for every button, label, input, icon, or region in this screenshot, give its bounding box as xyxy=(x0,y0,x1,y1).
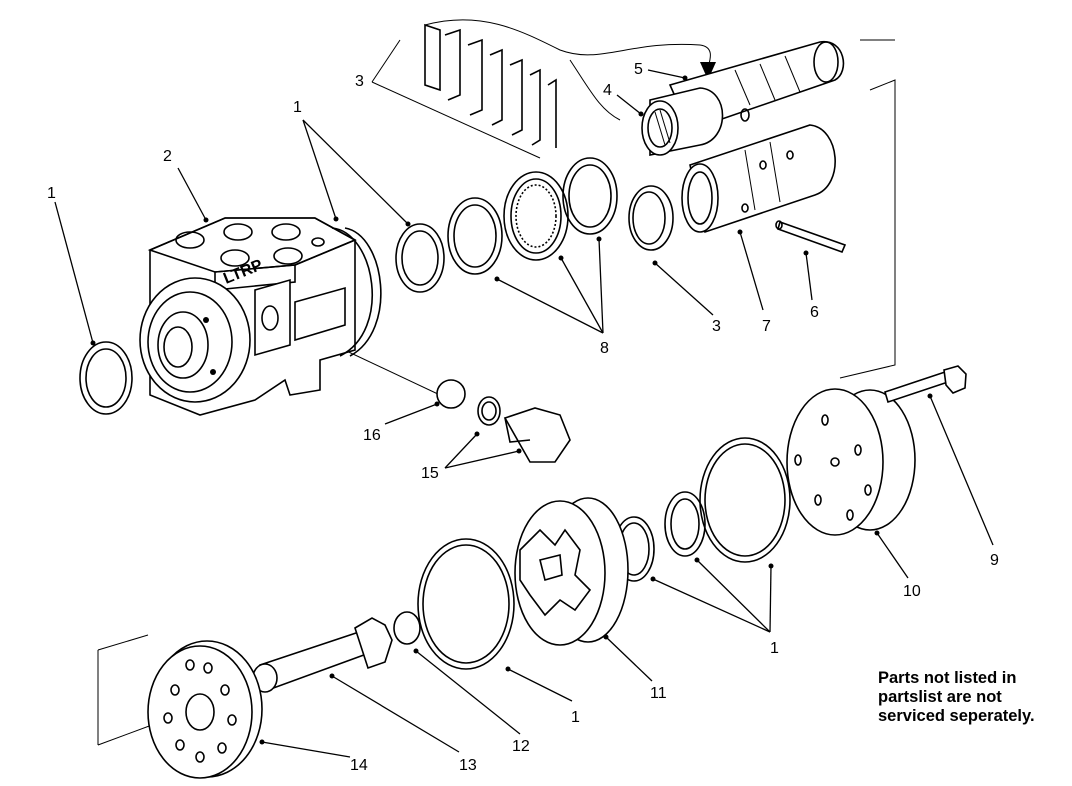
o-ring-large xyxy=(417,538,515,670)
thrust-bearing-set xyxy=(447,157,618,275)
label-15: 15 xyxy=(421,465,439,482)
service-note: Parts not listed in partslist are not se… xyxy=(878,669,1068,726)
sleeve xyxy=(681,124,836,234)
label-16: 16 xyxy=(363,427,381,444)
needle-bearing xyxy=(641,87,724,156)
housing: LTRP xyxy=(139,217,382,416)
label-1-top: 1 xyxy=(293,99,302,116)
label-3-top: 3 xyxy=(355,73,364,90)
check-ball xyxy=(436,379,466,409)
label-12: 12 xyxy=(512,738,530,755)
label-13: 13 xyxy=(459,757,477,774)
o-ring-set-lower xyxy=(613,437,791,582)
label-11: 11 xyxy=(650,685,667,702)
cap-screw xyxy=(884,365,967,404)
label-4: 4 xyxy=(603,82,612,99)
o-ring-left xyxy=(79,341,133,415)
end-cap xyxy=(786,388,916,536)
seal-ring-3 xyxy=(628,185,674,251)
label-9: 9 xyxy=(990,552,999,569)
drive-shaft xyxy=(252,617,393,693)
quad-ring xyxy=(395,223,445,293)
label-2: 2 xyxy=(163,148,172,165)
label-5: 5 xyxy=(634,61,643,78)
label-8: 8 xyxy=(600,340,609,357)
label-14: 14 xyxy=(350,757,368,774)
label-10: 10 xyxy=(903,583,921,600)
service-note-line-3: serviced seperately. xyxy=(878,707,1035,725)
cross-pin xyxy=(775,220,847,254)
service-note-line-1: Parts not listed in xyxy=(878,669,1017,687)
label-1-left: 1 xyxy=(47,185,56,202)
label-6: 6 xyxy=(810,304,819,321)
centering-springs xyxy=(371,19,716,159)
label-1-right: 1 xyxy=(770,640,779,657)
leader-lines xyxy=(54,69,994,758)
check-plug xyxy=(477,396,571,463)
service-note-line-2: partslist are not xyxy=(878,688,1002,706)
label-3-lower: 3 xyxy=(712,318,721,335)
callout-labels: 1 2 1 3 4 5 6 7 3 8 9 10 1 11 1 12 13 14… xyxy=(47,61,999,774)
label-1-bottom: 1 xyxy=(571,709,580,726)
spacer xyxy=(393,611,421,645)
cover-plate xyxy=(147,640,263,779)
gerotor xyxy=(514,497,629,646)
label-7: 7 xyxy=(762,318,771,335)
